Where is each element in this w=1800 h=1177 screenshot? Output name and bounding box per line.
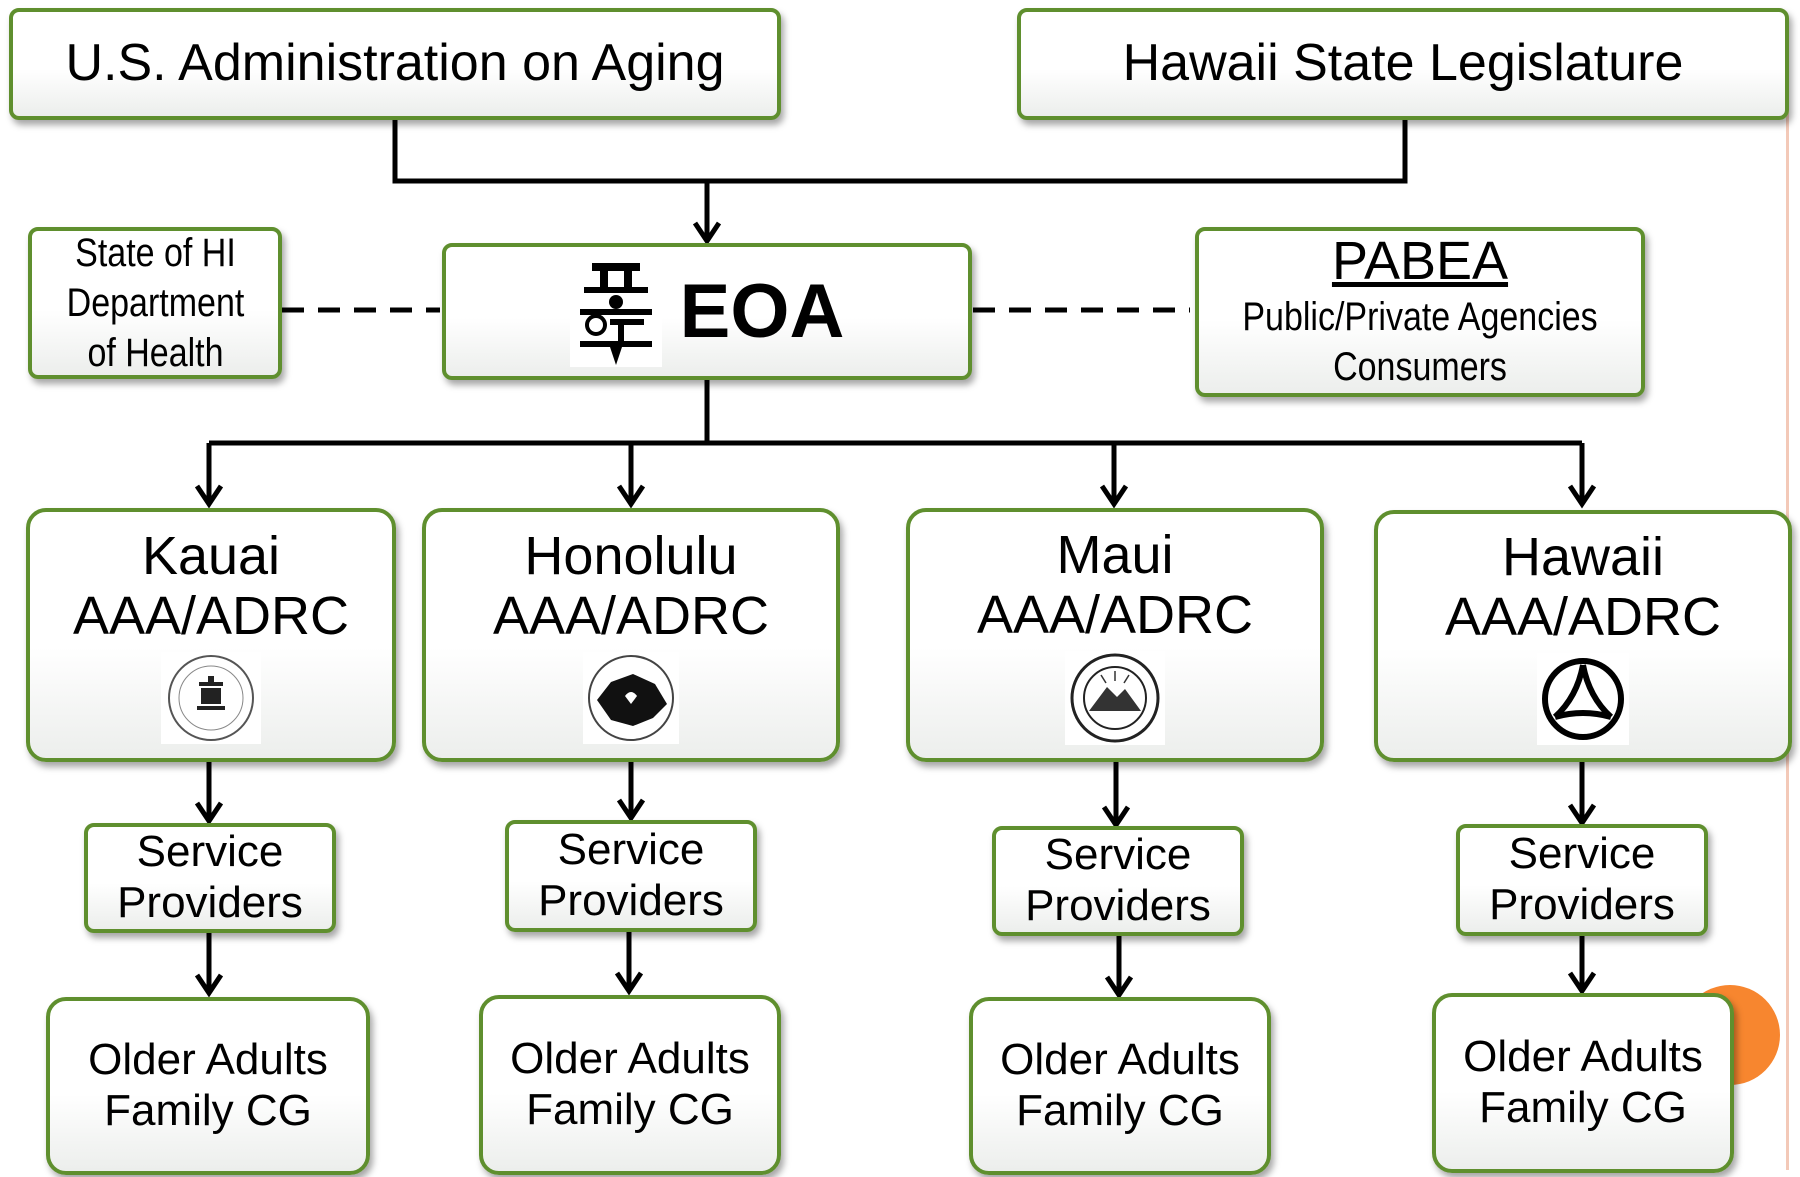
maui-older-adults-box: Older Adults Family CG: [969, 997, 1271, 1175]
sp-line-2: Providers: [1025, 881, 1211, 930]
eoa-box: EOA: [442, 243, 972, 380]
elderly-affairs-division-seal-icon: [583, 652, 679, 745]
sp-line-2: Providers: [538, 876, 724, 925]
kauai-aaa-box: Kauai AAA/ADRC: [26, 508, 396, 762]
oa-line-1: Older Adults: [1463, 1032, 1703, 1082]
hawaii-county-logo-icon: [1537, 653, 1629, 746]
kauai-older-adults-box: Older Adults Family CG: [46, 997, 370, 1175]
sp-line-2: Providers: [1489, 880, 1675, 929]
top-merge-connector: [392, 120, 1408, 184]
oa-line-2: Family CG: [526, 1085, 734, 1134]
oa-line-2: Family CG: [1479, 1083, 1687, 1132]
aaa-sub: AAA/ADRC: [72, 586, 350, 646]
kauai-service-providers-box: Service Providers: [84, 823, 336, 933]
oa-line-1: Older Adults: [1000, 1035, 1240, 1085]
honolulu-aaa-box: Honolulu AAA/ADRC: [422, 508, 840, 762]
honolulu-older-adults-box: Older Adults Family CG: [479, 995, 781, 1175]
oa-line-1: Older Adults: [88, 1035, 328, 1085]
hawaii-aaa-box: Hawaii AAA/ADRC: [1374, 510, 1792, 762]
doh-line-1: State of HI: [74, 231, 236, 275]
sp-line-1: Service: [136, 827, 284, 877]
us-administration-on-aging-box: U.S. Administration on Aging: [9, 8, 781, 120]
maui-aaa-box: Maui AAA/ADRC: [906, 508, 1324, 762]
hawaii-service-providers-box: Service Providers: [1456, 824, 1708, 936]
oa-line-2: Family CG: [1016, 1086, 1224, 1135]
maui-county-seal-icon: [1065, 651, 1165, 746]
aaa-sub: AAA/ADRC: [1444, 587, 1722, 647]
pabea-title: PABEA: [1331, 231, 1509, 292]
oa-line-1: Older Adults: [510, 1034, 750, 1084]
sp-line-2: Providers: [117, 878, 303, 927]
department-of-health-box: State of HI Department of Health: [28, 227, 282, 379]
maui-service-providers-box: Service Providers: [992, 826, 1244, 936]
us-admin-label: U.S. Administration on Aging: [65, 34, 725, 93]
doh-line-3: of Health: [86, 331, 224, 375]
pabea-box: PABEA Public/Private Agencies Consumers: [1195, 227, 1645, 397]
sp-line-1: Service: [557, 825, 705, 875]
oa-line-2: Family CG: [104, 1086, 312, 1135]
doh-line-2: Department: [66, 281, 244, 325]
pabea-line-2: Consumers: [1333, 344, 1507, 389]
sp-line-1: Service: [1508, 829, 1656, 879]
aaa-name: Kauai: [141, 525, 281, 586]
aaa-sub: AAA/ADRC: [492, 586, 770, 646]
kauai-county-seal-icon: [161, 652, 261, 745]
sp-line-1: Service: [1044, 830, 1192, 880]
hawaii-older-adults-box: Older Adults Family CG: [1432, 993, 1734, 1173]
legislature-label: Hawaii State Legislature: [1122, 34, 1684, 93]
aaa-name: Honolulu: [524, 525, 738, 586]
arrowheads: [194, 221, 1597, 1000]
honolulu-service-providers-box: Service Providers: [505, 820, 757, 932]
aaa-sub: AAA/ADRC: [976, 585, 1254, 645]
pabea-line-1: Public/Private Agencies: [1242, 294, 1598, 339]
aaa-name: Maui: [1056, 524, 1174, 585]
eoa-label: EOA: [679, 269, 845, 354]
hawaii-state-legislature-box: Hawaii State Legislature: [1017, 8, 1789, 120]
petroglyph-logo-icon: [569, 256, 662, 367]
aaa-name: Hawaii: [1501, 526, 1665, 587]
